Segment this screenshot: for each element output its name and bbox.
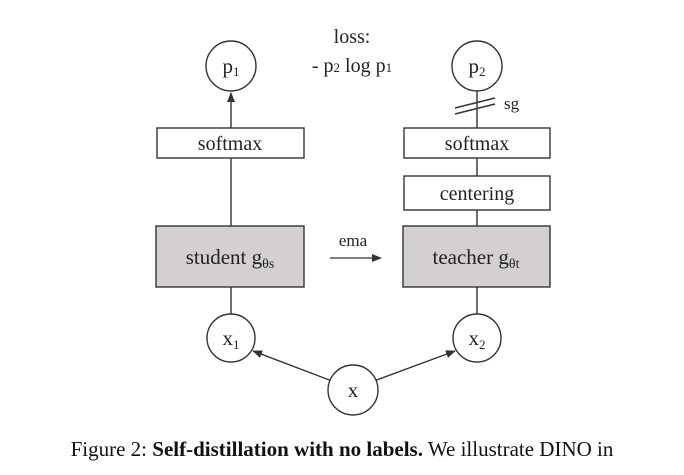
stop-grad-mark-2 xyxy=(454,103,496,115)
caption-text: We illustrate DINO in xyxy=(422,437,614,461)
teacher-network-label: teacher gθt xyxy=(433,245,520,272)
student-output-label: p1 xyxy=(223,54,240,79)
stop-grad-mark-1 xyxy=(454,97,496,109)
student-softmax-label: softmax xyxy=(198,133,262,155)
teacher-output-label: p2 xyxy=(469,54,486,79)
dino-diagram: loss: - p2 log p1 p1 softmax student gθs… xyxy=(155,26,551,416)
teacher-network-box xyxy=(402,225,551,288)
teacher-output-node xyxy=(451,40,503,92)
teacher-centering-label: centering xyxy=(440,183,514,205)
loss-formula: - p2 log p1 xyxy=(312,55,392,77)
caption-bold-title: Self-distillation with no labels. xyxy=(152,437,423,461)
loss-title: loss: xyxy=(334,26,371,48)
student-input-node xyxy=(206,313,256,363)
stop-grad-label: sg xyxy=(504,94,520,113)
caption-prefix: Figure 2: xyxy=(70,437,153,461)
student-softmax-box xyxy=(156,127,305,159)
ema-label: ema xyxy=(339,231,368,250)
teacher-softmax-label: softmax xyxy=(445,133,509,155)
student-network-label: student gθs xyxy=(186,245,275,272)
student-input-label: x1 xyxy=(223,326,240,352)
teacher-input-label: x2 xyxy=(469,326,486,352)
x-to-x1-arrow xyxy=(252,350,333,382)
student-output-node xyxy=(205,40,257,92)
figure-caption: Figure 2: Self-distillation with no labe… xyxy=(0,437,684,462)
teacher-softmax-box xyxy=(403,127,551,159)
input-image-node xyxy=(327,364,379,416)
teacher-centering-box xyxy=(403,175,551,211)
teacher-input-node xyxy=(452,313,502,363)
input-image-label: x xyxy=(348,378,359,402)
x-to-x2-arrow xyxy=(373,350,456,382)
student-network-box xyxy=(155,225,305,288)
